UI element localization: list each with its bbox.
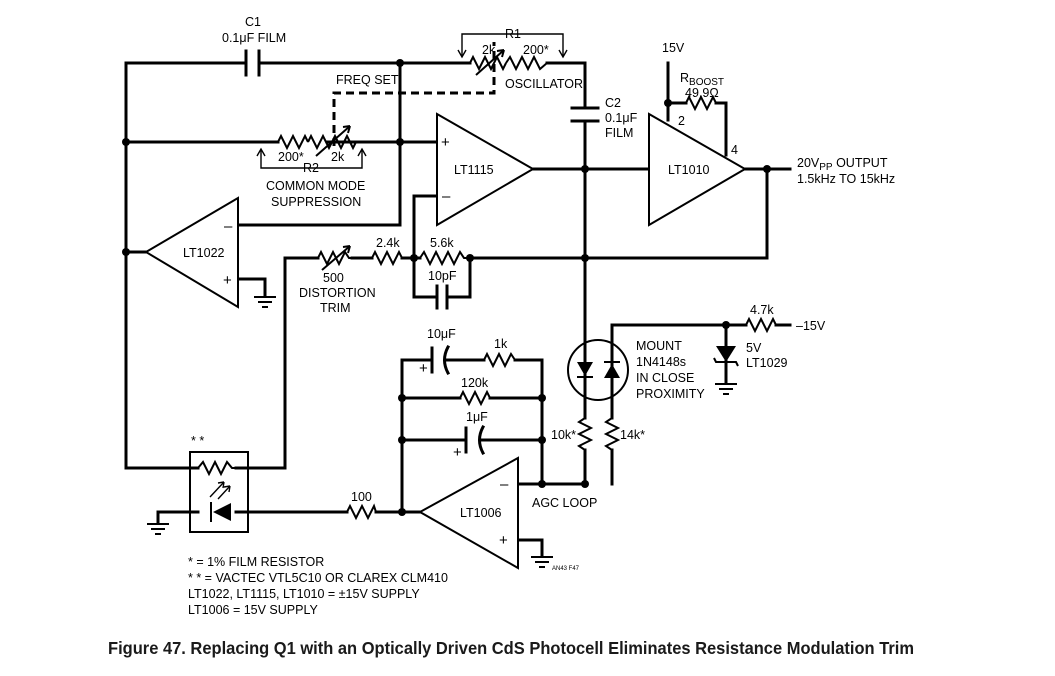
r1-fixed-resistor <box>505 54 548 72</box>
c2-name: C2 <box>605 96 621 110</box>
lt1010-pin-4: 4 <box>731 143 738 157</box>
c-10uf-capacitor <box>430 344 451 376</box>
r-4-7k-value: 4.7k <box>750 303 774 317</box>
mount-label-4: PROXIMITY <box>636 387 705 401</box>
r2-pot-resistor <box>307 125 400 157</box>
photocell-mark: * * <box>191 434 204 448</box>
r-100-value: 100 <box>351 490 372 504</box>
freq-set-label: FREQ SET <box>336 73 399 87</box>
c2-type: FILM <box>605 126 633 140</box>
c1-capacitor <box>244 49 261 77</box>
c-10pf-value: 10pF <box>428 269 457 283</box>
r-10k-value: 10k* <box>551 428 576 442</box>
distortion-label-2: TRIM <box>320 301 351 315</box>
lt1010-label: LT1010 <box>668 163 710 177</box>
r2-fixed-resistor <box>277 133 309 151</box>
lt1115-minus: – <box>442 188 451 205</box>
agc-loop-label: AGC LOOP <box>532 496 597 510</box>
lt1022-plus: + <box>223 272 232 289</box>
r-14k-value: 14k* <box>620 428 645 442</box>
c1-name: C1 <box>245 15 261 29</box>
r-500-trim-resistor <box>317 245 352 271</box>
rboost-resistor <box>685 94 717 112</box>
lt1006-opamp <box>417 456 519 570</box>
lt1006-plus: + <box>499 532 508 549</box>
r2-pot-value: 2k <box>331 150 345 164</box>
diode-pair <box>567 339 629 401</box>
c1uf-plus: + <box>453 444 462 461</box>
c-10pf-capacitor <box>435 284 449 310</box>
lt1115-opamp <box>436 112 535 227</box>
wires <box>124 61 792 557</box>
r2-bracket <box>256 147 367 169</box>
c2-capacitor <box>570 106 600 123</box>
r1-pot-value: 2k <box>482 43 496 57</box>
r-1k-value: 1k <box>494 337 508 351</box>
r-5-6k-value: 5.6k <box>430 236 454 250</box>
lt1022-opamp <box>144 196 239 309</box>
figure-caption: Figure 47. Replacing Q1 with an Opticall… <box>108 638 914 658</box>
mount-label-2: 1N4148s <box>636 355 686 369</box>
output-freq: 1.5kHz TO 15kHz <box>797 172 895 186</box>
ground-lt1022 <box>254 296 276 308</box>
lt1010-pin-2: 2 <box>678 114 685 128</box>
lt1029-zener <box>713 346 739 382</box>
r-4-7k-resistor <box>745 316 777 334</box>
mount-label-3: IN CLOSE <box>636 371 694 385</box>
photocell-package <box>189 451 249 533</box>
c1-value: 0.1μF FILM <box>222 31 286 45</box>
r-500-value: 500 <box>323 271 344 285</box>
note-2: * * = VACTEC VTL5C10 OR CLAREX CLM410 <box>188 571 448 585</box>
figure-code: AN43 F47 <box>552 566 580 572</box>
r1-bracket <box>457 33 568 59</box>
r2-fixed-value: 200* <box>278 150 304 164</box>
lt1022-label: LT1022 <box>183 246 225 260</box>
r2-name: R2 <box>303 161 319 175</box>
neg-15v: –15V <box>796 319 826 333</box>
rboost-value: 49.9Ω <box>685 86 719 100</box>
note-1: * = 1% FILM RESISTOR <box>188 555 324 569</box>
rboost-label: RBOOST <box>680 71 724 88</box>
r-120k-value: 120k <box>461 376 489 390</box>
r-2-4k-value: 2.4k <box>376 236 400 250</box>
r1-pot-resistor <box>469 49 507 76</box>
r1-label: OSCILLATOR <box>505 77 583 91</box>
r-14k-resistor <box>603 417 621 451</box>
lt1115-label: LT1115 <box>454 163 494 177</box>
r-5-6k-resistor <box>419 249 470 267</box>
ground-lt1006 <box>531 556 553 568</box>
lt1006-minus: – <box>500 476 509 493</box>
ground-zener <box>715 383 737 395</box>
r2-label-1: COMMON MODE <box>266 179 365 193</box>
supply-15v: 15V <box>662 41 685 55</box>
c-1uf-capacitor <box>464 424 486 456</box>
r2-label-2: SUPPRESSION <box>271 195 361 209</box>
note-4: LT1006 = 15V SUPPLY <box>188 603 318 617</box>
junction-dots <box>122 59 771 516</box>
ground-photocell <box>147 510 169 535</box>
output-label: 20VPP OUTPUT <box>797 156 888 173</box>
r-100-resistor <box>346 503 377 521</box>
c10uf-plus: + <box>419 360 428 377</box>
zener-part: LT1029 <box>746 356 788 370</box>
distortion-label-1: DISTORTION <box>299 286 376 300</box>
lt1115-plus: + <box>441 134 450 151</box>
r-10k-resistor <box>576 417 594 451</box>
lt1022-minus: – <box>224 218 233 235</box>
r1-name: R1 <box>505 27 521 41</box>
note-3: LT1022, LT1115, LT1010 = ±15V SUPPLY <box>188 587 420 601</box>
r-1k-resistor <box>483 351 516 369</box>
r1-fixed-value: 200* <box>523 43 549 57</box>
r-120k-resistor <box>459 389 491 407</box>
freq-set-link <box>332 42 496 146</box>
c-1uf-value: 1μF <box>466 410 488 424</box>
lt1010-buffer <box>648 112 747 227</box>
c-10uf-value: 10μF <box>427 327 456 341</box>
mount-label-1: MOUNT <box>636 339 682 353</box>
zener-voltage: 5V <box>746 341 762 355</box>
r-2-4k-resistor <box>371 249 403 267</box>
c2-value: 0.1μF <box>605 111 638 125</box>
lt1006-label: LT1006 <box>460 506 502 520</box>
